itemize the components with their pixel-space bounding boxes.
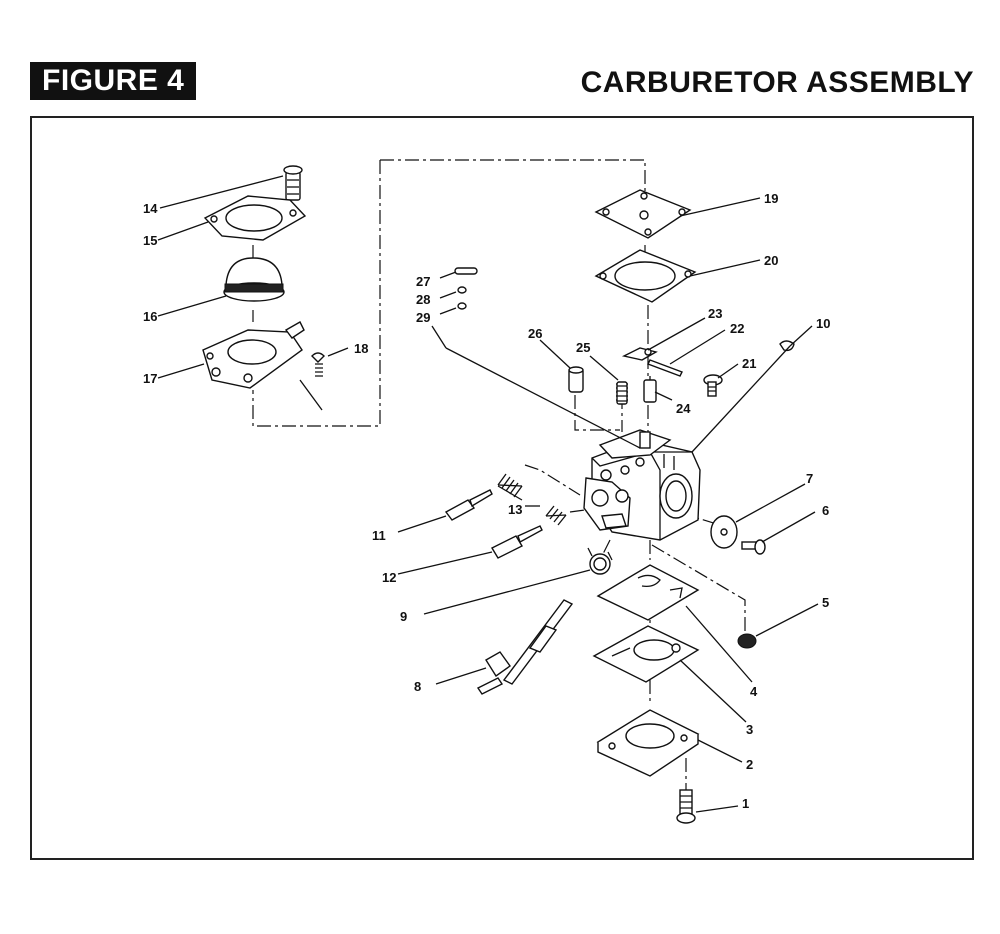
label-26: 26 (528, 326, 542, 341)
label-8: 8 (414, 679, 421, 694)
part-5-filter-screen (737, 633, 757, 649)
label-18: 18 (354, 341, 368, 356)
part-24-inlet-needle (643, 376, 657, 403)
assembly-guide-lines (252, 159, 746, 790)
label-13: 13 (508, 502, 522, 517)
label-17: 17 (143, 371, 157, 386)
label-25: 25 (576, 340, 590, 355)
part-9-throttle-spring (587, 547, 613, 575)
part-6-screw (741, 539, 766, 555)
label-20: 20 (764, 253, 778, 268)
part-8-throttle-shaft (476, 599, 574, 695)
part-16-primer-bulb (223, 257, 285, 302)
parts-27-28-29-pin-washers (454, 267, 478, 310)
part-3-pump-diaphragm (592, 625, 700, 683)
part-21-screw (703, 374, 723, 397)
part-12-main-needle (491, 525, 543, 559)
label-16: 16 (143, 309, 157, 324)
part-11-idle-needle (444, 489, 493, 521)
part-4-gasket (596, 564, 700, 621)
part-25-spring (616, 381, 628, 405)
label-7: 7 (806, 471, 813, 486)
leader-lines (157, 175, 819, 813)
part-19-gasket (594, 189, 692, 239)
label-28: 28 (416, 292, 430, 307)
label-21: 21 (742, 356, 756, 371)
label-1: 1 (742, 796, 749, 811)
figure-label: FIGURE 4 (30, 62, 197, 100)
label-6: 6 (822, 503, 829, 518)
label-2: 2 (746, 757, 753, 772)
part-17-primer-body (202, 321, 305, 389)
label-4: 4 (750, 684, 758, 699)
part-26-plug (568, 366, 584, 393)
label-5: 5 (822, 595, 829, 610)
label-14: 14 (143, 201, 158, 216)
label-27: 27 (416, 274, 430, 289)
label-22: 22 (730, 321, 744, 336)
page-title: CARBURETOR ASSEMBLY (580, 66, 974, 99)
part-15-cover-plate (203, 195, 307, 241)
label-11: 11 (372, 528, 386, 543)
diagram-frame (30, 116, 974, 860)
label-9: 9 (400, 609, 407, 624)
label-15: 15 (143, 233, 157, 248)
part-2-pump-cover (596, 709, 700, 777)
part-7-choke-disc (710, 515, 738, 549)
label-19: 19 (764, 191, 778, 206)
label-24: 24 (676, 401, 691, 416)
part-23-metering-lever (621, 347, 658, 361)
part-1-screw (676, 789, 696, 824)
carburetor-body (583, 429, 701, 541)
part-22-lever-pin (647, 359, 683, 377)
label-29: 29 (416, 310, 430, 325)
part-13-springs (497, 473, 567, 526)
label-3: 3 (746, 722, 753, 737)
label-10: 10 (816, 316, 830, 331)
label-12: 12 (382, 570, 396, 585)
part-18-clip-spring (299, 352, 325, 411)
part-20-diaphragm (594, 249, 697, 303)
label-23: 23 (708, 306, 722, 321)
part-14-screw (283, 165, 303, 201)
